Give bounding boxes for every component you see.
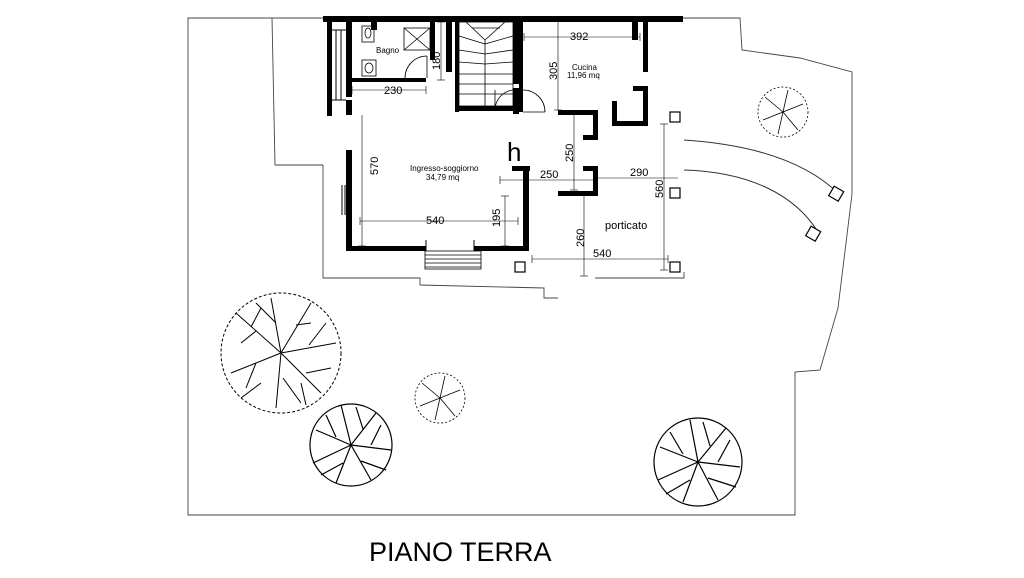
tree-small-topright [757, 86, 809, 138]
post [827, 185, 845, 203]
dimension-540-interior: 540 [426, 215, 444, 227]
plan-title: PIANO TERRA [369, 537, 552, 567]
walls [323, 16, 683, 251]
tree-small-center [414, 372, 466, 424]
post [804, 225, 822, 243]
dimension-560: 560 [654, 180, 666, 198]
room-label-bagno: Bagno [376, 46, 400, 55]
dimension-250-vertical: 250 [564, 144, 576, 162]
dimension-250-horizontal: 250 [540, 169, 558, 181]
dimension-195: 195 [491, 209, 503, 227]
driveway-lines [683, 139, 841, 233]
dimension-230: 230 [384, 85, 402, 97]
room-label-soggiorno: Ingresso-soggiorno [410, 164, 479, 173]
entrance-steps [424, 250, 482, 270]
dimension-lines [351, 21, 678, 277]
dimension-392: 392 [570, 31, 588, 43]
plot-boundary [187, 17, 853, 516]
dimension-570: 570 [369, 157, 381, 175]
staircase [458, 21, 514, 107]
marker-h: h [507, 137, 521, 167]
dimension-180: 180 [431, 52, 443, 70]
room-area-cucina: 11,96 mq [567, 71, 600, 80]
porch-pillars [514, 111, 681, 273]
dimension-290: 290 [630, 167, 648, 179]
door-swings [494, 89, 546, 113]
tree-round-right [653, 417, 743, 507]
dimension-260: 260 [575, 229, 587, 247]
wall-thin [332, 29, 475, 251]
room-area-soggiorno: 34,79 mq [426, 173, 459, 182]
bathroom-fixtures [361, 25, 431, 79]
tree-round-bottom [309, 403, 393, 487]
dimension-305: 305 [548, 62, 560, 80]
dimension-540-porch: 540 [593, 248, 611, 260]
tree-large-left [220, 292, 342, 414]
room-label-cucina: Cucina [572, 63, 597, 72]
room-label-porticato: porticato [605, 220, 647, 232]
